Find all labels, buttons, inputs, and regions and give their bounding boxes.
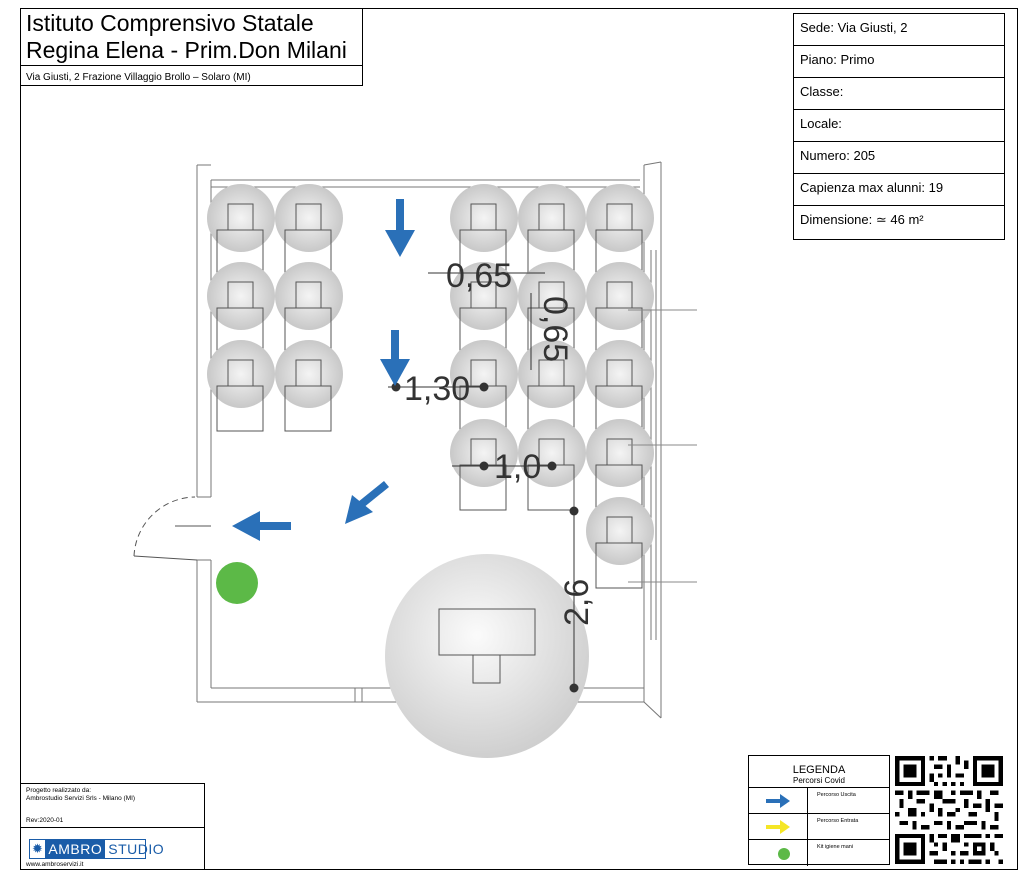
yellow-arrow-icon [766,820,790,834]
qr-code-icon[interactable] [893,756,1005,864]
info-dimensione: Dimensione: ≃ 46 m² [800,212,924,227]
exit-arrow-icon [380,330,410,386]
credits-line2: Ambrostudio Servizi Srls - Milano (MI) [26,795,136,802]
student-desks [207,184,654,589]
dim-label-130: 1,30 [404,370,470,408]
info-classe: Classe: [794,78,1004,110]
dim-label-065-horizontal: 0,65 [446,257,512,295]
legend-subtitle: Percorsi Covid [792,776,845,785]
legend-row-kit: Kit igiene mani [749,840,889,866]
legend-title: LEGENDA [792,764,846,776]
desk-seat [518,184,586,276]
logo-part1: AMBRO [45,840,106,858]
blue-arrow-icon [766,794,790,808]
dimension-lines [388,272,575,688]
desk-seat [207,262,275,354]
website: www.ambroservizi.it [26,861,84,868]
drawing-frame [20,8,1018,870]
green-dot-icon [778,848,790,860]
school-title-line1: Istituto Comprensivo Statale [26,10,314,36]
window-lines [628,309,697,583]
desk-seat [586,340,654,432]
exit-arrow-icon [345,481,389,524]
title-divider [20,65,363,66]
door-swing [133,496,211,561]
school-address: Via Giusti, 2 Frazione Villaggio Brollo … [26,72,251,83]
desk-seat [275,262,343,354]
desk-seat [586,419,654,511]
room-info-table: Sede: Via Giusti, 2 Piano: Primo Classe:… [793,13,1005,240]
title-block [20,8,363,86]
exit-arrow-icon [232,511,291,541]
desk-seat [207,340,275,432]
teacher-desk [385,554,589,758]
dim-label-065-vertical: 0,65 [536,296,574,362]
info-piano: Piano: Primo [794,46,1004,78]
legend-label-kit: Kit igiene mani [817,844,854,850]
hand-hygiene-kit-icon [216,562,258,604]
legend-label-entry: Percorso Entrata [817,818,859,824]
info-sede: Sede: Via Giusti, 2 [794,14,1004,46]
dim-label-26: 2,6 [558,579,596,626]
legend-label-exit: Percorso Uscita [817,792,856,798]
desk-seat [207,184,275,276]
ambrostudio-logo: ✹ AMBRO STUDIO [29,839,164,859]
school-title-line2: Regina Elena - Prim.Don Milani [26,37,347,63]
logo-part2: STUDIO [108,841,165,857]
sun-icon: ✹ [32,841,44,856]
desk-seat [586,497,654,589]
credits-line1: Progetto realizzato da: [26,787,92,794]
legend-row-exit: Percorso Uscita [749,788,889,814]
exit-arrows [232,199,415,541]
credits-block: Progetto realizzato da: Ambrostudio Serv… [20,783,205,870]
dimension-dots [391,382,579,693]
desk-seat [518,340,586,432]
dim-label-10: 1,0 [494,448,541,486]
credits-divider [21,827,204,828]
info-numero: Numero: 205 [794,142,1004,174]
desk-seat [275,184,343,276]
info-locale: Locale: [794,110,1004,142]
revision: Rev:2020-01 [26,817,64,824]
legend: LEGENDA Percorsi Covid Percorso Uscita P… [748,755,890,866]
exit-arrow-icon [385,199,415,257]
legend-row-entry: Percorso Entrata [749,814,889,840]
legend-grid: Percorso Uscita Percorso Entrata Kit igi… [749,787,889,866]
desk-seat [275,340,343,432]
info-capienza: Capienza max alunni: 19 [794,174,1004,206]
